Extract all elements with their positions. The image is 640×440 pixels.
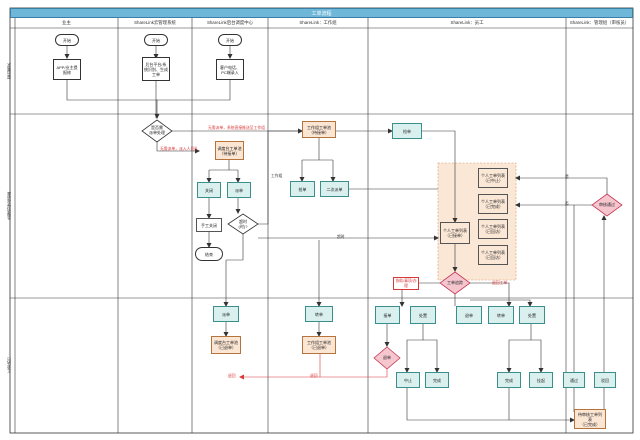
review-reject-box: 驳回	[594, 372, 616, 388]
exec-complete-box: 完成	[425, 372, 449, 388]
exec-accept-box: 接单	[375, 306, 400, 324]
exec-dispatch-pool-box: 调度台工单池 （已退单）	[211, 336, 241, 354]
group-grab-box: 抢单	[290, 181, 315, 197]
timeout-note: 超时	[337, 235, 345, 239]
lane-title-review: ShareLink：管理组（审核员）	[569, 20, 630, 25]
workgroup-note: 工作组	[271, 174, 283, 178]
staff-grab-box: 抢单	[392, 123, 422, 139]
dispatch-pool-box: 调度台工单池 （待接单）	[215, 141, 244, 160]
exec-return-box: 退单	[456, 306, 482, 324]
start-system: 开始	[144, 34, 168, 46]
review-judge-label: 审核通过	[599, 202, 615, 207]
work-judge-label: 工单追踪	[447, 280, 463, 285]
system-generate-box: 后台平台/系 统识别、生成 工单	[142, 57, 170, 81]
assign-staff-label: 无需派单，派入人员队	[160, 147, 198, 151]
lane-title-workgroup: ShareLink：工作组	[299, 20, 337, 25]
dispatch-box: 派单	[227, 182, 251, 198]
exec-complete2-box: 完成	[497, 372, 521, 388]
exec-handle2-box: 处置	[519, 306, 545, 324]
row-title-progress: 处理流程及进度	[6, 192, 11, 220]
row-dividers	[10, 113, 633, 299]
exec-handle-box: 处置	[410, 306, 436, 324]
row-title-request: 提出需求	[6, 63, 11, 79]
exec-finish-box: 挂起	[529, 372, 553, 388]
pc-create-box: 客户电话、 PC端录入	[216, 59, 244, 80]
personal-completed-box: 个人工单列表 （已完成）	[478, 194, 508, 214]
lane-title-system: ShareLink云管理系统	[134, 20, 176, 25]
close-box: 关闭	[197, 182, 221, 198]
judge-label: 是否需 派单处理	[149, 125, 165, 135]
exec-transfer2-box: 转单	[488, 306, 514, 324]
return-order-label: 退回工单	[492, 281, 508, 285]
lane-title-staff: ShareLink：员工	[450, 20, 484, 25]
second-dispatch-box: 二次派单	[320, 181, 349, 197]
exec-return-judge-label: 退单	[383, 355, 391, 360]
lane-title-dispatch: ShareLink后台调度中心	[206, 20, 254, 25]
lane-dividers	[117, 18, 567, 433]
personal-accepted-box: 个人工单列表 （已接单）	[440, 222, 470, 244]
personal-suspended-box: 个人工单列表 （已中止）	[478, 168, 508, 188]
group-pool-box: 工作组工单池 （待接单）	[302, 121, 336, 138]
manual-close-box: 手工关闭	[196, 218, 222, 232]
start-owner: 开始	[55, 34, 79, 46]
return-label-1: 退回	[228, 374, 236, 378]
review-judge-diamond	[591, 193, 623, 217]
diagram-frame	[9, 7, 634, 434]
connectors	[64, 46, 608, 423]
return-label-2: 退回	[310, 374, 318, 378]
exec-transfer-box: 转单	[305, 306, 333, 322]
exec-suspend-box: 中止	[396, 372, 420, 388]
row-title-execute: 工单执行	[6, 357, 11, 374]
start-dispatch: 开始	[218, 34, 242, 46]
assist-note-box: 协助/事项/办理	[393, 277, 419, 290]
exec-group-pool-box: 工作组工单池 （已退单）	[302, 336, 336, 354]
personal-visited-box-2: 个人工单列表 （已回访）	[478, 245, 508, 265]
red-connectors	[239, 354, 388, 380]
app-submit-box: APP/业主提 报修	[53, 59, 81, 80]
diagram-title: 工单流程	[10, 8, 633, 18]
personal-visited-box-1: 个人工单列表 （已回访）	[478, 219, 508, 239]
timeout-label: 超时 (时)?	[238, 219, 248, 229]
yes-note: 是	[565, 175, 569, 179]
no-note: 否	[565, 202, 569, 206]
exec-dispatch-box: 派单	[213, 306, 239, 322]
review-pass-box: 通过	[563, 372, 585, 388]
auto-push-label: 无需派单，系统直接推送至工作组	[208, 126, 265, 130]
end-box: 结束	[195, 247, 223, 261]
review-pool-box: 待审核工单列 表 （已完成）	[574, 409, 606, 429]
lane-title-owner: 业主	[62, 20, 71, 25]
